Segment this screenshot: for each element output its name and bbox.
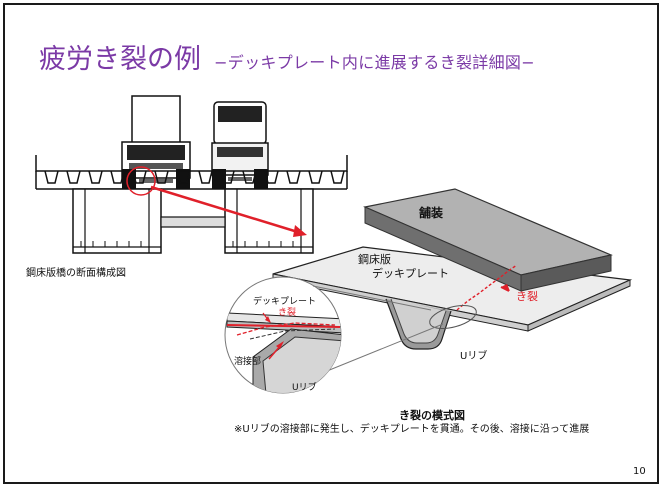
crack-schematic-figure: [224, 188, 633, 394]
caption-note: ※Uリブの溶接部に発生し、デッキプレートを貫通。その後、溶接に沿って進展: [234, 424, 590, 435]
zoom-urib-label: Uリブ: [292, 383, 317, 393]
page-number: 10: [633, 466, 646, 477]
crack-line-main: [456, 264, 518, 311]
deck-plate-label: デッキプレート: [372, 267, 449, 280]
zoom-weld-label: 溶接部: [234, 357, 262, 367]
bridge-cross-section-figure: [35, 95, 348, 254]
cross-section-label: 鋼床版橋の断面構成図: [26, 268, 126, 279]
crack-main-label: き裂: [516, 290, 538, 303]
title-subtitle: −デッキプレート内に進展するき裂詳細図−: [214, 53, 535, 72]
crack-location-marker: [126, 166, 156, 196]
slide: 疲労き裂の例 −デッキプレート内に進展するき裂詳細図−: [3, 3, 659, 484]
truck-right-icon: [211, 101, 269, 189]
zoom-pointer-arrow: [150, 185, 302, 235]
zoom-deck-plate-label: デッキプレート: [253, 297, 317, 307]
title-main: 疲労き裂の例: [39, 44, 201, 75]
caption-title: き裂の模式図: [399, 409, 465, 422]
steel-deck-label: 鋼床版: [358, 253, 391, 266]
zoom-crack-label: き裂: [278, 308, 297, 318]
urib-label: Uリブ: [460, 351, 488, 362]
pavement-label: 舗装: [419, 206, 444, 220]
slide-title: 疲労き裂の例 −デッキプレート内に進展するき裂詳細図−: [39, 37, 535, 76]
